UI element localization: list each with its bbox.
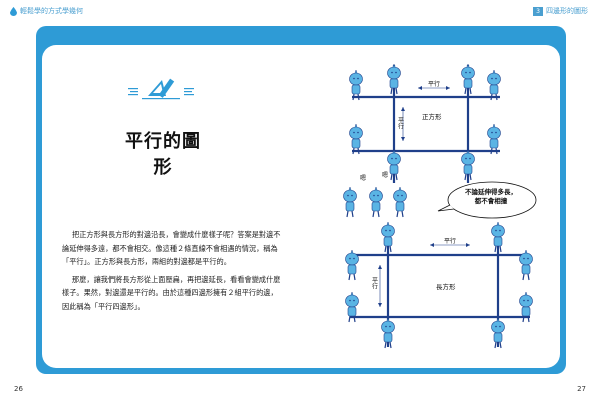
chapter-title: 四邊形的圖形 [546, 7, 588, 15]
exclaim-1: 嗯 [360, 175, 366, 182]
page-title: 平行的圖形 [125, 131, 201, 178]
chapter-badge: 3 [533, 6, 543, 16]
ruler-triangle-logo-icon [128, 78, 194, 100]
square-label: 正方形 [422, 112, 442, 121]
kid-icon [392, 186, 408, 218]
left-page-number: 26 [14, 385, 23, 393]
parallel-illustration: 平行 平行 正方形 嗯 嗯 平行 平行 長方形 [342, 63, 537, 349]
kid-icon [486, 69, 502, 101]
right-page-number: 27 [577, 385, 586, 393]
page-header: 輕鬆學的方式學幾何 3 四邊形的圖形 [0, 0, 600, 26]
kid-icon [518, 249, 534, 281]
header-left: 輕鬆學的方式學幾何 [10, 6, 83, 16]
kid-icon [368, 186, 384, 218]
speech-line-1: 不論延伸得多長， [465, 188, 517, 196]
rectangle-label: 長方形 [436, 282, 456, 291]
kid-icon [348, 123, 364, 155]
kid-icon [342, 186, 358, 218]
paragraph-2: 那麼，讓我們將長方形從上面壓扁，再把邊延長，看看會變成什麼樣子。果然，對邊還是平… [62, 274, 281, 311]
top-parallel-label-h: 平行 [428, 80, 440, 88]
body-text: 把正方形與長方形的對邊沿長，會變成什麼樣子呢？答案是對邊不論延伸得多遠，都不會相… [62, 228, 284, 317]
square-figure: 平行 平行 正方形 [348, 63, 502, 183]
water-drop-icon [10, 6, 17, 16]
kid-icon [344, 249, 360, 281]
rectangle-figure: 平行 平行 長方形 [344, 221, 534, 349]
bottom-parallel-label-v: 平行 [371, 277, 378, 290]
exclaim-2: 嗯 [382, 172, 388, 179]
paragraph-1: 把正方形與長方形的對邊沿長，會變成什麼樣子呢？答案是對邊不論延伸得多遠，都不會相… [62, 230, 281, 266]
speech-bubble [447, 181, 537, 219]
book-title: 輕鬆學的方式學幾何 [20, 7, 83, 15]
talking-kids: 嗯 嗯 [342, 172, 537, 219]
speech-line-2: 都不會相撞 [474, 197, 508, 205]
top-parallel-label-v: 平行 [397, 117, 404, 130]
header-right: 3 四邊形的圖形 [533, 6, 588, 16]
bottom-parallel-label-h: 平行 [444, 237, 456, 245]
kid-icon [348, 69, 364, 101]
kid-icon [486, 123, 502, 155]
speech-text: 不論延伸得多長， 都不會相撞 [452, 188, 530, 206]
